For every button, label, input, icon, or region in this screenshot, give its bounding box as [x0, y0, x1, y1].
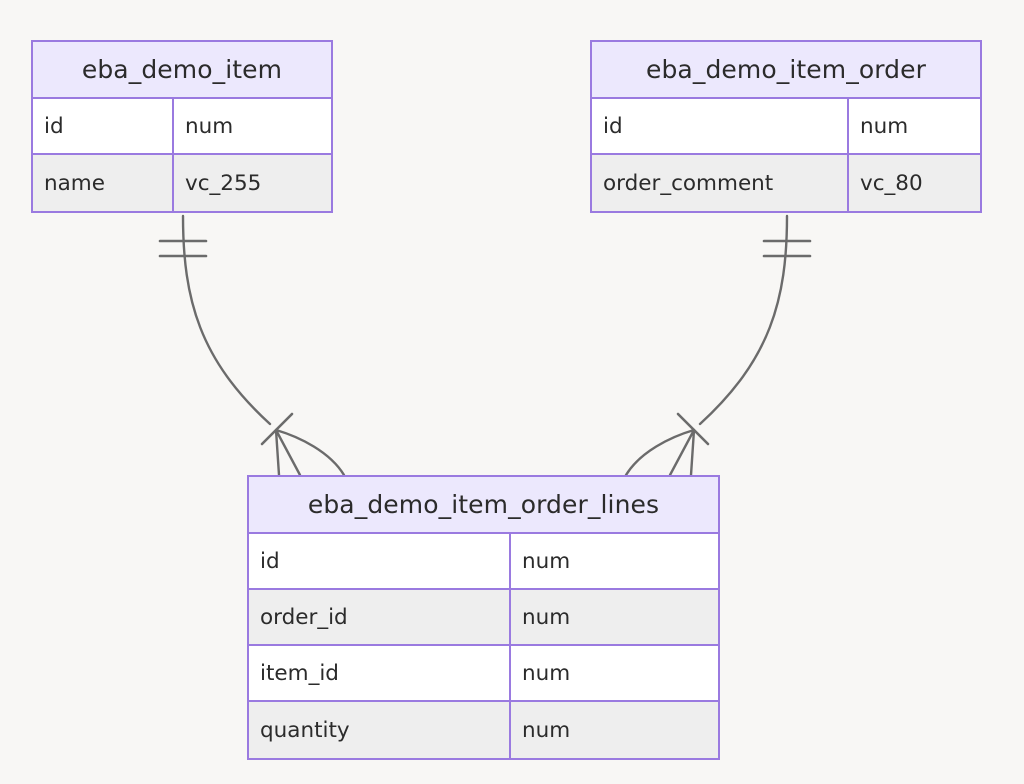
entity-eba-demo-item-order-lines[interactable]: eba_demo_item_order_lines id num order_i… [247, 475, 720, 760]
attribute-row: quantity num [249, 702, 718, 758]
attribute-row: order_id num [249, 590, 718, 646]
entity-eba-demo-item-order[interactable]: eba_demo_item_order id num order_comment… [590, 40, 982, 213]
attribute-type: num [185, 113, 234, 139]
attribute-type: vc_255 [185, 170, 262, 196]
attribute-name: quantity [249, 702, 511, 758]
entity-eba-demo-item[interactable]: eba_demo_item id num name vc_255 [31, 40, 333, 213]
attribute-name: id [33, 99, 174, 153]
attribute-row: name vc_255 [33, 155, 331, 211]
attribute-row: id num [33, 99, 331, 155]
attribute-row: id num [592, 99, 980, 155]
attribute-row: id num [249, 534, 718, 590]
relationship-item-to-order-lines [158, 214, 346, 477]
entity-title: eba_demo_item [33, 42, 331, 99]
entity-title: eba_demo_item_order_lines [249, 477, 718, 534]
attribute-type: num [860, 113, 909, 139]
attribute-type: num [522, 548, 571, 574]
cardinality-one-or-many-marker [624, 412, 710, 477]
attribute-row: order_comment vc_80 [592, 155, 980, 211]
relationship-line [698, 214, 789, 426]
attribute-type: vc_80 [860, 170, 923, 196]
attribute-name: id [249, 534, 511, 588]
cardinality-one-or-many-marker [260, 412, 346, 477]
relationship-line [181, 214, 272, 426]
attribute-name: order_id [249, 590, 511, 644]
cardinality-exactly-one-marker [158, 239, 208, 258]
attribute-name: item_id [249, 646, 511, 700]
attribute-name: id [592, 99, 849, 153]
cardinality-exactly-one-marker [762, 239, 812, 258]
attribute-type: num [522, 604, 571, 630]
relationship-order-to-order-lines [624, 214, 812, 477]
attribute-row: item_id num [249, 646, 718, 702]
attribute-name: name [33, 155, 174, 211]
entity-title: eba_demo_item_order [592, 42, 980, 99]
attribute-type: num [522, 717, 571, 743]
attribute-name: order_comment [592, 155, 849, 211]
attribute-type: num [522, 660, 571, 686]
